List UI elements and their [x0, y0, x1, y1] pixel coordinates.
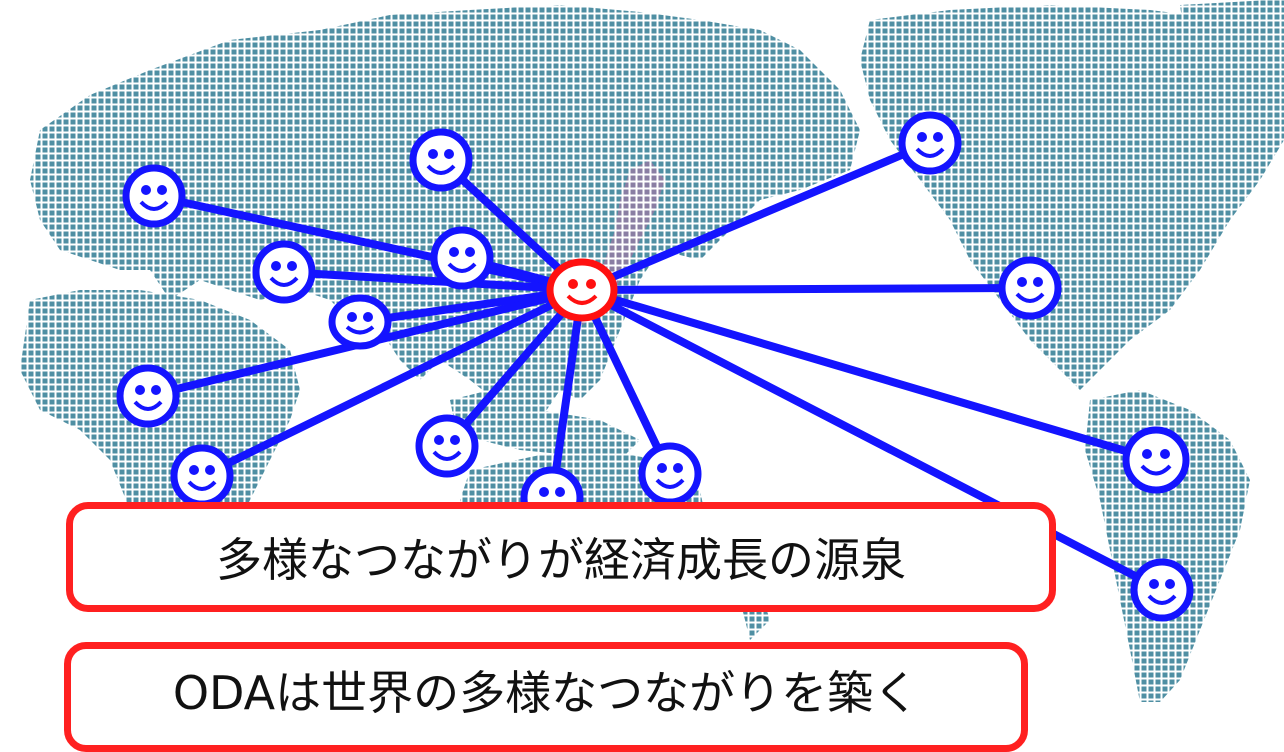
link-north-america: [578, 284, 1034, 294]
smiley-face-icon: [430, 226, 494, 290]
caption-box-diverse-connections: 多様なつながりが経済成長の源泉: [66, 502, 1056, 612]
smiley-face-icon: [170, 444, 234, 508]
link-southeast-asia: [443, 286, 586, 450]
smiley-face-icon: [638, 442, 702, 506]
smiley-face-icon: [898, 111, 962, 175]
smiley-face-icon: [328, 294, 392, 350]
smiley-face-icon: [1122, 426, 1190, 494]
japan-hub-face-icon: [546, 258, 618, 322]
smiley-face-icon: [415, 414, 479, 478]
smiley-face-icon: [116, 364, 180, 428]
link-australia: [578, 286, 674, 478]
eurasia-landmass: [30, 5, 860, 430]
link-south-america-north: [578, 286, 1160, 464]
caption-box-oda: ODAは世界の多様なつながりを築く: [64, 642, 1028, 752]
indonesia-landmass: [450, 390, 640, 460]
link-africa-south: [198, 286, 586, 480]
smiley-face-icon: [252, 240, 316, 304]
caption-text-diverse-connections: 多様なつながりが経済成長の源泉: [216, 533, 906, 587]
smiley-face-icon: [998, 256, 1062, 320]
link-south-america-south: [578, 286, 1166, 594]
smiley-face-icon: [1130, 558, 1194, 622]
smiley-face-icon: [122, 164, 186, 228]
link-indonesia: [548, 286, 586, 502]
link-russia-far-east: [578, 139, 934, 294]
smiley-face-icon: [409, 128, 473, 192]
link-middle-east: [280, 268, 586, 294]
caption-text-oda: ODAは世界の多様なつながりを築く: [172, 666, 920, 720]
north-america-landmass: [860, 5, 1284, 390]
greenland-landmass: [1180, 0, 1284, 100]
